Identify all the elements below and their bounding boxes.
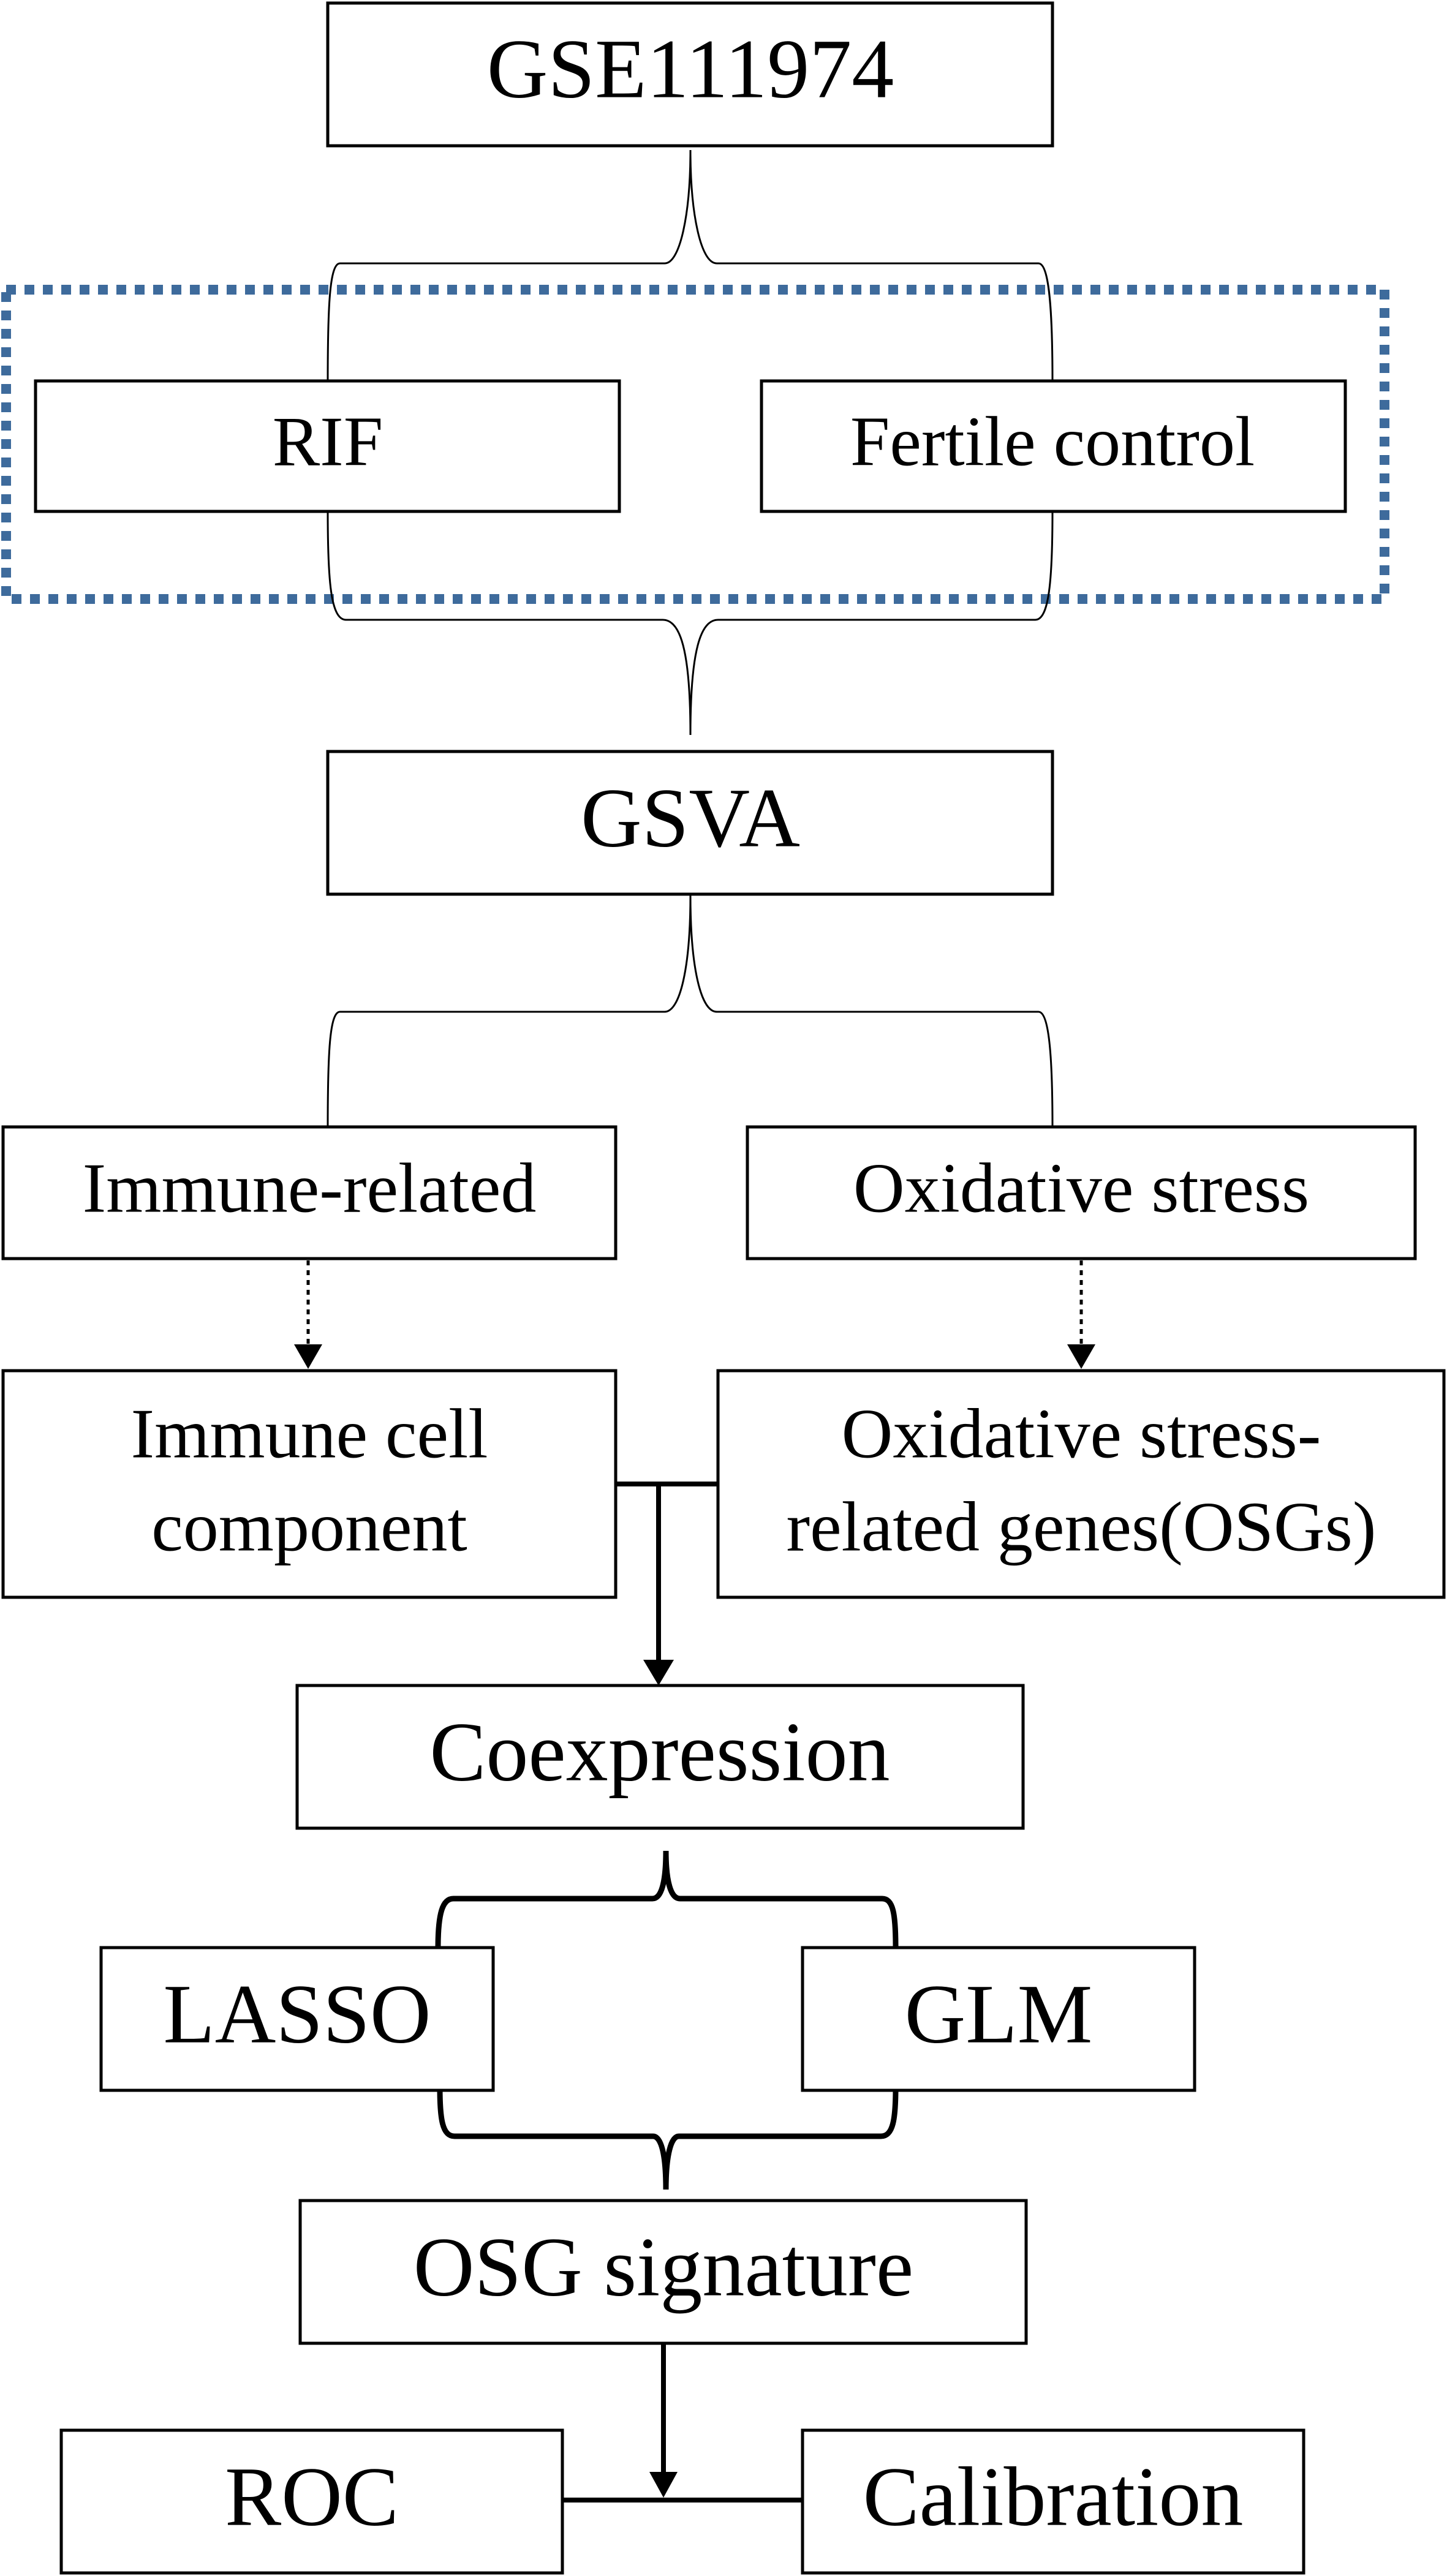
node-rif: RIF — [34, 379, 621, 513]
node-immune-related: Immune-related — [1, 1125, 618, 1260]
arrowhead-immune — [294, 1344, 322, 1369]
node-coexpression-label: Coexpression — [429, 1705, 890, 1799]
node-oxidative-stress-label: Oxidative stress — [853, 1150, 1309, 1228]
node-lasso-label: LASSO — [163, 1967, 431, 2061]
node-gse-label: GSE111974 — [487, 22, 894, 116]
arrowhead-coexpression — [643, 1660, 674, 1685]
node-fertile-control-label: Fertile control — [850, 403, 1255, 481]
node-immune-cell-component: Immune cell component — [1, 1369, 618, 1599]
node-osg-signature-label: OSG signature — [414, 2220, 913, 2314]
arrowhead-oxidative — [1067, 1344, 1095, 1369]
node-glm: GLM — [801, 1946, 1196, 2092]
node-calibration-label: Calibration — [863, 2450, 1244, 2544]
sample-group-outline — [1, 285, 1389, 604]
brace-gse-split — [327, 149, 1054, 382]
node-gsva-label: GSVA — [581, 771, 800, 865]
node-roc-label: ROC — [225, 2450, 399, 2544]
node-glm-label: GLM — [905, 1967, 1093, 2061]
node-osg-signature: OSG signature — [298, 2199, 1028, 2345]
node-immune-related-label: Immune-related — [83, 1150, 537, 1228]
node-osgs: Oxidative stress- related genes(OSGs) — [716, 1369, 1446, 1599]
brace-merge-gsva — [327, 511, 1054, 736]
brace-merge-osg — [437, 2087, 899, 2190]
node-lasso: LASSO — [99, 1946, 495, 2092]
node-gsva: GSVA — [326, 750, 1054, 896]
brace-coexp-split — [435, 1850, 899, 1948]
brace-gsva-split — [327, 895, 1054, 1128]
node-osgs-line2: related genes(OSGs) — [786, 1488, 1376, 1567]
node-roc: ROC — [59, 2428, 564, 2575]
node-osgs-line1: Oxidative stress- — [842, 1395, 1321, 1474]
node-rif-label: RIF — [273, 403, 383, 481]
node-immune-cell-line1: Immune cell — [130, 1395, 488, 1474]
node-calibration: Calibration — [801, 2428, 1305, 2575]
node-coexpression: Coexpression — [295, 1684, 1025, 1830]
node-fertile-control: Fertile control — [760, 379, 1347, 513]
node-immune-cell-line2: component — [151, 1488, 467, 1567]
arrowhead-osg-down — [649, 2472, 678, 2498]
node-oxidative-stress: Oxidative stress — [746, 1125, 1417, 1260]
node-gse: GSE111974 — [326, 1, 1054, 148]
